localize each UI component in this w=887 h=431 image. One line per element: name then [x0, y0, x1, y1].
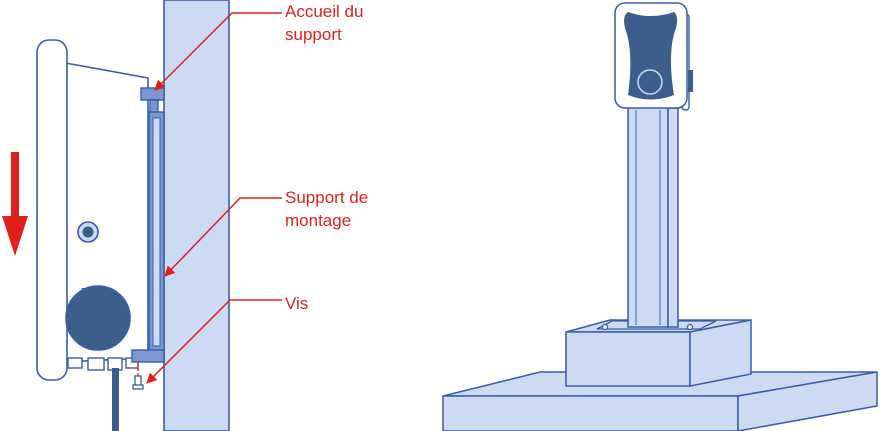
- callout-support-de-montage: Support de montage: [285, 186, 368, 232]
- callout-support-line-1: Support de: [285, 188, 369, 207]
- charger-front-panel: [36, 39, 68, 381]
- plinth-block: [565, 319, 752, 387]
- charger-head: [614, 2, 693, 111]
- charger-front-shape: [624, 12, 678, 100]
- callout-vis-line-1: Vis: [285, 294, 309, 313]
- callout-vis: Vis: [285, 292, 308, 315]
- screw-icon: [132, 375, 144, 390]
- callout-accueil-line-2: support: [285, 25, 342, 44]
- slide-down-arrow: [2, 152, 28, 256]
- side-view: [2, 0, 230, 431]
- pedestal-view: [442, 2, 878, 431]
- pedestal-pole: [627, 104, 679, 328]
- charger-socket-icon: [637, 69, 663, 95]
- wall: [163, 0, 230, 431]
- callout-leaders: [146, 12, 282, 384]
- callout-accueil-line-1: Accueil du: [285, 2, 364, 21]
- callout-support-line-2: montage: [285, 211, 352, 230]
- cable: [112, 368, 119, 431]
- socket-icon: [65, 285, 131, 351]
- callout-accueil-du-support: Accueil du support: [285, 0, 363, 46]
- cable-glands: [67, 357, 139, 371]
